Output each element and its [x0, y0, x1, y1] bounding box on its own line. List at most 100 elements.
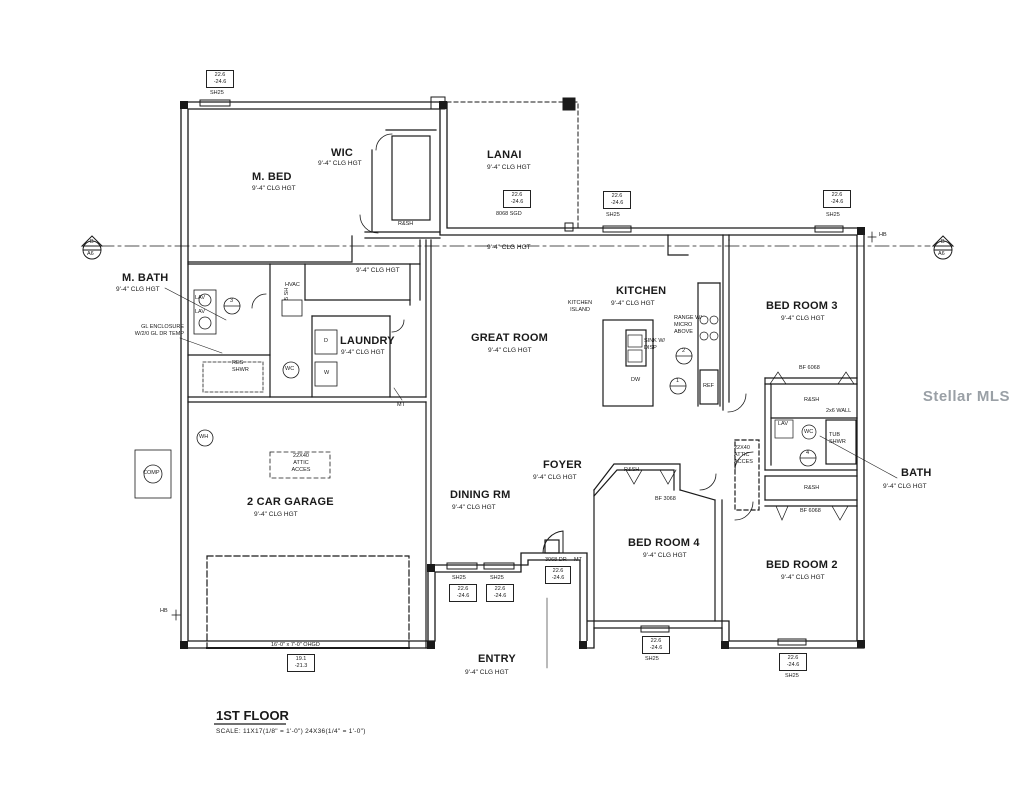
hvac-label: HVAC	[285, 282, 300, 288]
elevation-marker-2	[675, 347, 693, 365]
section-marker-left	[80, 235, 104, 260]
exterior-walls	[180, 101, 865, 649]
watermark: Stellar MLS	[922, 388, 1010, 405]
window-tag-entry-door: 22.6-24.6	[545, 566, 571, 584]
rsh-label-wic: R&SH	[398, 221, 414, 227]
refrigerator-label: REF	[703, 383, 714, 389]
room-label-dining: DINING RM	[450, 489, 511, 501]
window-type-dining-1: SH25	[452, 575, 466, 581]
res-shwr-label: RES SHWR	[232, 360, 249, 373]
room-label-m-bed: M. BED	[252, 171, 292, 183]
marker-4: 4	[806, 450, 810, 456]
section-b-right: B	[941, 239, 945, 245]
garage-door-tag: 19.1-21.3	[287, 654, 315, 672]
ceiling-height-bed3: 9'-4" CLG HGT	[781, 315, 825, 322]
windows	[199, 99, 844, 646]
tub-label: TUB SHWR	[829, 432, 846, 445]
window-type-kitchen: SH25	[606, 212, 620, 218]
section-a6-right: A6	[938, 251, 945, 257]
room-label-garage: 2 CAR GARAGE	[247, 496, 334, 508]
leader-lines	[164, 287, 898, 669]
range-label: RANGE W/ MICRO ABOVE	[674, 315, 702, 335]
scale-note: SCALE: 11X17(1/8" = 1'-0") 24X36(1/4" = …	[216, 728, 366, 735]
window-tag-bed2: 22.6-24.6	[779, 653, 807, 671]
water-heater-label: WH	[199, 434, 209, 440]
section-marker-right	[931, 235, 955, 260]
room-label-m-bath: M. BATH	[122, 272, 169, 284]
rsh-label-bed2: R&SH	[804, 485, 820, 491]
ceiling-height-garage: 9'-4" CLG HGT	[254, 511, 298, 518]
wall-posts	[180, 101, 865, 649]
window-tag-dining-2: 22.6-24.6	[486, 584, 514, 602]
lanai-outline	[446, 101, 579, 229]
wc-label-hall: WC	[804, 429, 814, 435]
ceiling-height-bed4: 9'-4" CLG HGT	[643, 552, 687, 559]
window-type-bed2: SH25	[785, 673, 799, 679]
interior-walls	[134, 129, 858, 649]
mt-label-laundry: MT	[397, 402, 405, 408]
room-label-lanai: LANAI	[487, 149, 522, 161]
room-label-bed2: BED ROOM 2	[766, 559, 838, 571]
room-label-bed3: BED ROOM 3	[766, 300, 838, 312]
room-label-foyer: FOYER	[543, 459, 582, 471]
bifold-label-bed3: BF 6068	[799, 365, 820, 371]
ceiling-height-entry: 9'-4" CLG HGT	[465, 669, 509, 676]
washer-label: W	[324, 370, 330, 376]
hose-bib-label-right: HB	[879, 232, 887, 238]
lav-label-1: LAV	[195, 295, 205, 301]
window-tag-bed4: 22.6-24.6	[642, 636, 670, 654]
garage-door-label: 16'-0" x 7'-0" OHGD	[271, 642, 320, 648]
shelf-label: 5 SH	[284, 287, 290, 300]
elevation-marker-3	[223, 297, 241, 315]
window-tag-bed3: 22.6-24.6	[823, 190, 851, 208]
hose-bib-label-left: HB	[160, 608, 168, 614]
ceiling-height-hall: 9'-4" CLG HGT	[356, 267, 400, 274]
ceiling-height-m-bath: 9'-4" CLG HGT	[116, 286, 160, 293]
ceiling-height-bed2: 9'-4" CLG HGT	[781, 574, 825, 581]
marker-3: 3	[230, 298, 234, 304]
window-tag-lanai: 22.6-24.6	[503, 190, 531, 208]
room-label-entry: ENTRY	[478, 653, 516, 665]
ceiling-height-great-room: 9'-4" CLG HGT	[488, 347, 532, 354]
window-type-bed3: SH25	[826, 212, 840, 218]
gl-enclosure-label: GL ENCLOSURE W/2/0 GL DR TEMP	[134, 324, 184, 337]
entry-door-label: 3068 DR	[545, 557, 567, 563]
ceiling-height-m-bed: 9'-4" CLG HGT	[252, 185, 296, 192]
room-label-great-room: GREAT ROOM	[471, 332, 548, 344]
marker-1: 1	[676, 378, 680, 384]
compressor-label: COMP	[143, 470, 160, 476]
dishwasher-label: DW	[631, 377, 641, 383]
attic-label-hall: 22X40 ATTIC ACCES	[734, 445, 753, 465]
wc-label-m-bath: WC	[285, 366, 295, 372]
elevation-marker-1	[669, 377, 687, 395]
room-label-bed4: BED ROOM 4	[628, 537, 700, 549]
section-a6-left: A6	[87, 251, 94, 257]
room-label-wic: WIC	[331, 147, 353, 159]
elevation-marker-4	[799, 449, 817, 467]
section-b-left: B	[90, 239, 94, 245]
marker-2: 2	[682, 348, 686, 354]
mt-label-entry: MT	[574, 557, 582, 563]
window-tag-mbed: 22.6-24.6	[206, 70, 234, 88]
ceiling-height-section-line: 9'-4" CLG HGT	[487, 244, 531, 251]
window-type-mbed: SH25	[210, 90, 224, 96]
room-label-kitchen: KITCHEN	[616, 285, 667, 297]
rsh-label-bed4: R&SH	[624, 467, 640, 473]
window-tag-kitchen: 22.6-24.6	[603, 191, 631, 209]
floor-title: 1ST FLOOR	[216, 708, 289, 723]
window-type-bed4: SH25	[645, 656, 659, 662]
sink-label: SINK W/ DISP	[644, 338, 666, 351]
wall-label: 2x6 WALL	[826, 408, 852, 414]
title-underline	[214, 723, 286, 725]
dryer-label: D	[324, 338, 328, 344]
ceiling-height-lanai: 9'-4" CLG HGT	[487, 164, 531, 171]
bifold-label-bed2: BF 6068	[800, 508, 821, 514]
window-tag-dining-1: 22.6-24.6	[449, 584, 477, 602]
bifold-label-bed4: BF 3068	[655, 496, 676, 502]
room-label-laundry: LAUNDRY	[340, 335, 395, 347]
sliding-door-label: 8068 SGD	[496, 211, 522, 217]
ceiling-height-dining: 9'-4" CLG HGT	[452, 504, 496, 511]
ceiling-height-bath: 9'-4" CLG HGT	[883, 483, 927, 490]
ceiling-height-wic: 9'-4" CLG HGT	[318, 160, 362, 167]
